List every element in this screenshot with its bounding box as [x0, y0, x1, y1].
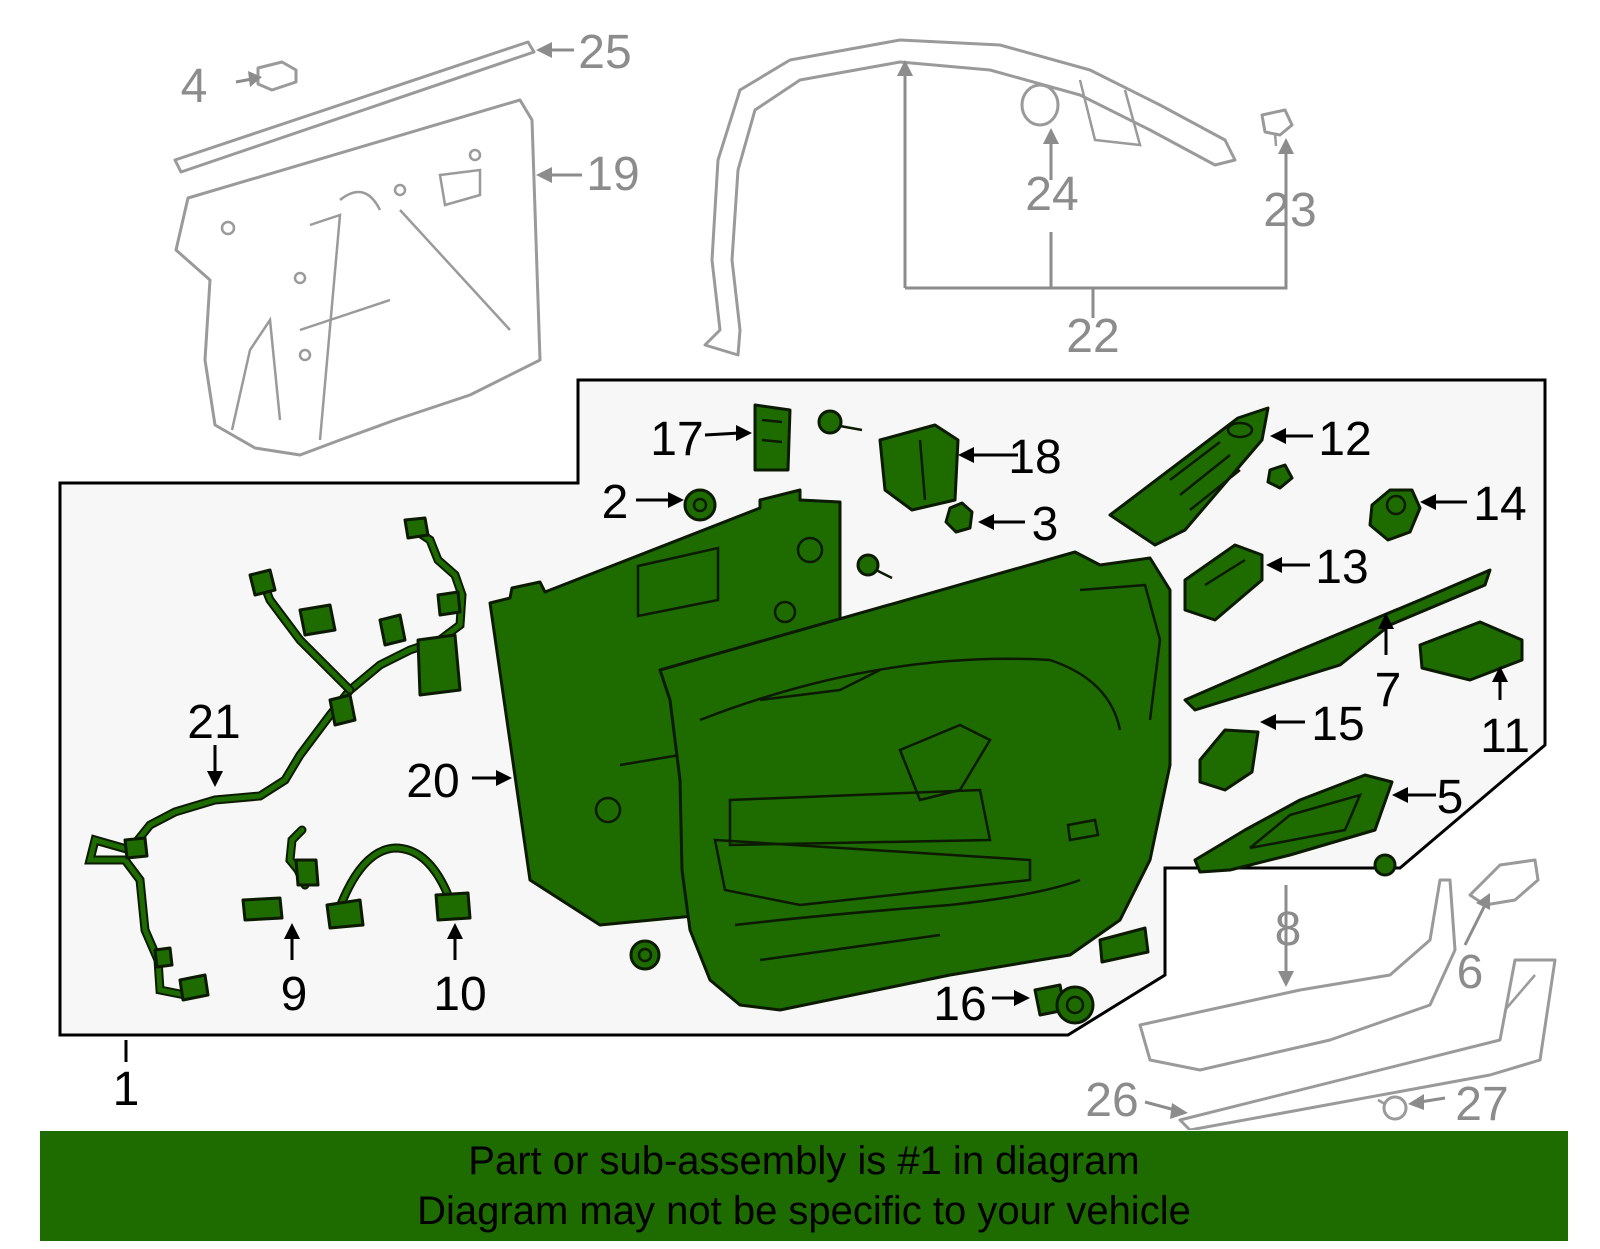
parts-diagram: 1 2 3 4 5 6 7 8 9 10 11 12 13 14 15 16 1… [58, 26, 1557, 1130]
part-10-harness[interactable] [325, 843, 472, 930]
tab-lower[interactable] [1098, 926, 1150, 964]
callout-5: 5 [1437, 771, 1464, 824]
callout-11: 11 [1480, 710, 1530, 763]
callout-14: 14 [1473, 478, 1526, 531]
part-3-nut[interactable] [944, 501, 974, 534]
callout-7: 7 [1375, 664, 1402, 717]
callout-12: 12 [1318, 413, 1371, 466]
part-22-frame-moulding[interactable] [703, 38, 1237, 357]
callout-8: 8 [1275, 903, 1302, 956]
banner-line-1: Part or sub-assembly is #1 in diagram [468, 1139, 1140, 1183]
part-27-screw[interactable] [1377, 1095, 1408, 1121]
bolt-upper[interactable] [817, 409, 863, 435]
screw-near-5[interactable] [1373, 853, 1397, 877]
part-4-clip[interactable] [256, 60, 298, 92]
callout-18: 18 [1008, 431, 1061, 484]
callout-23: 23 [1263, 184, 1316, 237]
callout-2: 2 [602, 476, 629, 529]
callout-19: 19 [586, 148, 639, 201]
callout-6: 6 [1457, 946, 1484, 999]
part-17-switch[interactable] [753, 403, 792, 472]
part-8-garnish[interactable] [1138, 878, 1457, 1072]
part-23-push-pin[interactable] [1260, 108, 1294, 147]
part-2-grommet[interactable] [683, 488, 717, 522]
part-11-pull-cup[interactable] [1418, 620, 1524, 682]
part-16-plug[interactable] [1033, 983, 1095, 1025]
part-9-harness[interactable] [241, 825, 320, 922]
callout-24: 24 [1025, 168, 1078, 221]
part-25-belt-strip[interactable] [173, 40, 536, 174]
part-12-switch-panel[interactable] [1108, 406, 1270, 547]
banner-line-2: Diagram may not be specific to your vehi… [417, 1189, 1191, 1233]
callout-10: 10 [433, 968, 486, 1021]
callout-26: 26 [1085, 1074, 1138, 1127]
callout-25: 25 [578, 26, 631, 79]
part-1-door-trim-panel[interactable] [658, 550, 1172, 1012]
grommet-lower[interactable] [629, 939, 661, 971]
callout-3: 3 [1032, 498, 1059, 551]
callout-21: 21 [187, 696, 240, 749]
part-18-bracket[interactable] [878, 423, 960, 512]
part-21-harness[interactable] [84, 516, 467, 1002]
callout-9: 9 [281, 968, 308, 1021]
clip-near-12[interactable] [1266, 463, 1294, 490]
callout-27: 27 [1455, 1078, 1508, 1130]
dark-leaders [124, 425, 1508, 1062]
callout-15: 15 [1311, 698, 1364, 751]
callout-20: 20 [406, 755, 459, 808]
part-15-bezel[interactable] [1198, 728, 1260, 792]
part-13-switch[interactable] [1183, 543, 1264, 622]
part-26-rail[interactable] [1178, 958, 1557, 1130]
callout-22: 22 [1066, 310, 1119, 363]
part-14-knob[interactable] [1368, 488, 1422, 542]
bolt-mid[interactable] [856, 553, 893, 580]
callout-13: 13 [1315, 541, 1368, 594]
callout-4: 4 [181, 60, 208, 113]
callout-17: 17 [650, 413, 703, 466]
part-19-deflector[interactable] [174, 98, 542, 457]
notice-banner: Part or sub-assembly is #1 in diagram Di… [40, 1131, 1568, 1241]
callout-16: 16 [933, 978, 986, 1031]
grey-leaders [235, 42, 1490, 1119]
callout-1: 1 [113, 1063, 140, 1116]
part-6-cap[interactable] [1468, 858, 1540, 907]
part-7-trim-strip[interactable] [1183, 568, 1492, 712]
part-24-plug[interactable] [1020, 83, 1060, 127]
part-5-handle-bezel[interactable] [1193, 773, 1394, 874]
